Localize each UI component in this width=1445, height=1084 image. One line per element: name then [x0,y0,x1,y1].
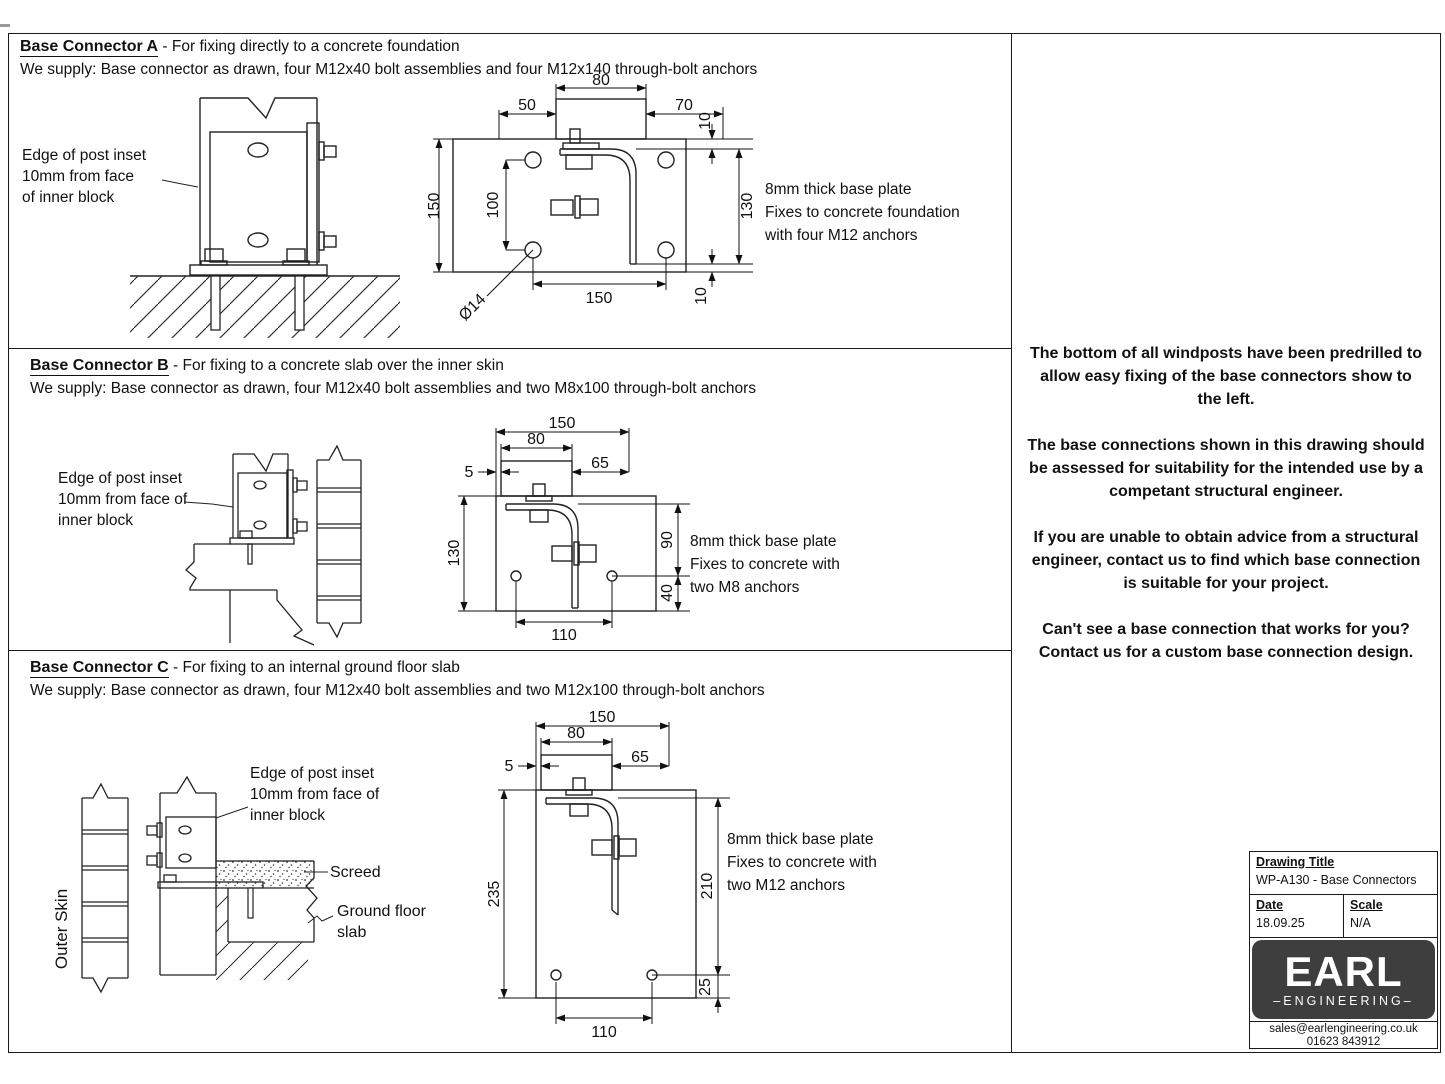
date-cell: Date 18.09.25 [1250,895,1344,937]
dim-a-plate-height: 150 [426,193,443,220]
title-block-title-row: Drawing Title WP-A130 - Base Connectors [1250,852,1437,895]
drawing-title-label: Drawing Title [1256,855,1335,869]
ground-floor-label: Ground floor slab [337,903,426,941]
notes-paragraph-4: Can't see a base connection that works f… [1038,621,1414,661]
section-b-title-suffix: - For fixing to a concrete slab over the… [168,357,504,374]
dim-a-angle-height: 130 [739,193,756,220]
main-frame [8,33,1012,1053]
section-c-supply: We supply: Base connector as drawn, four… [30,682,765,699]
leader-line [215,806,249,819]
section-a-note: 8mm thick base plate Fixes to concrete f… [765,181,960,244]
section-b-title-bold: Base Connector B [30,357,169,376]
corner-mark [0,24,10,27]
earl-engineering-logo: EARL –ENGINEERING– [1252,940,1435,1019]
leader-line [307,915,334,924]
notes-paragraph-2: The base connections shown in this drawi… [1027,437,1425,500]
dim-b-post-width: 80 [527,431,545,448]
logo-cell: EARL –ENGINEERING– [1250,938,1437,1022]
section-c-note: 8mm thick base plate Fixes to concrete w… [727,831,877,894]
scale-value: N/A [1350,916,1371,930]
dim-b-plate-width: 150 [549,415,576,432]
section-a-supply: We supply: Base connector as drawn, four… [20,61,758,78]
dim-a-left: 50 [518,97,536,114]
section-divider-ab [9,348,1011,349]
notes-frame [1010,33,1441,1053]
dim-b-upper: 90 [659,531,676,549]
dim-c-upper: 210 [699,873,716,900]
section-a-title: Base Connector A - For fixing directly t… [20,38,460,57]
logo-main-text: EARL [1284,948,1403,995]
screed-label: Screed [330,864,381,881]
connector-c-plan-view: 150 80 5 65 235 210 25 110 [486,709,730,1041]
dim-a-hole-pitch-h: 150 [586,290,613,307]
section-b-note: 8mm thick base plate Fixes to concrete w… [690,533,840,596]
notes-paragraph-3: If you are unable to obtain advice from … [1031,529,1421,592]
logo-sub-text: –ENGINEERING– [1273,994,1414,1008]
slab-hatch [216,888,308,980]
contact-email: sales@earlengineering.co.uk [1269,1023,1418,1035]
contact-info: sales@earlengineering.co.uk 01623 843912 [1250,1022,1437,1049]
dim-b-left: 5 [465,464,474,481]
contact-phone: 01623 843912 [1306,1036,1381,1048]
dim-a-post-width: 80 [592,72,610,89]
notes-paragraph-1: The bottom of all windposts have been pr… [1029,345,1423,408]
connector-a-plan-view: 80 50 70 10 130 10 150 100 150 Ø14 [426,72,756,324]
scale-label: Scale [1350,898,1383,912]
scale-cell: Scale N/A [1344,895,1437,937]
title-block: Drawing Title WP-A130 - Base Connectors … [1249,851,1438,1049]
foundation-hatch [130,276,400,338]
drawing-title-value: WP-A130 - Base Connectors [1256,873,1417,887]
dim-a-inset-bottom: 10 [693,287,710,305]
connector-b-side-view [183,444,362,646]
section-b-supply: We supply: Base connector as drawn, four… [30,380,757,397]
dim-c-lower: 25 [697,978,714,996]
dim-b-plate-height: 130 [446,540,463,567]
section-c-title-bold: Base Connector C [30,659,169,678]
section-b-title: Base Connector B - For fixing to a concr… [30,357,504,376]
connector-b-plan-view: 150 80 5 65 130 90 40 110 [446,415,690,644]
section-c-side-label: Edge of post inset 10mm from face of inn… [250,765,380,824]
dim-a-hole-dia: Ø14 [456,291,489,324]
dim-c-plate-width: 150 [589,709,616,726]
title-block-meta-row: Date 18.09.25 Scale N/A [1250,895,1437,938]
section-c-title: Base Connector C - For fixing to an inte… [30,659,460,678]
section-c-title-suffix: - For fixing to an internal ground floor… [168,659,460,676]
date-value: 18.09.25 [1256,916,1305,930]
dim-b-right: 65 [591,455,609,472]
dim-c-left: 5 [505,758,514,775]
dim-c-right: 65 [631,749,649,766]
dim-a-hole-pitch-v: 100 [485,192,502,219]
screed-fill [216,861,314,888]
section-a-side-label: Edge of post inset 10mm from face of inn… [22,147,147,206]
date-label: Date [1256,898,1284,912]
connector-c-side-view [81,775,334,994]
leader-line [183,501,234,508]
dim-a-inset-top: 10 [697,112,714,130]
section-b-side-label: Edge of post inset 10mm from face of inn… [58,470,188,529]
section-a-title-bold: Base Connector A [20,38,159,57]
dim-c-hole-pitch: 110 [591,1024,617,1041]
dim-c-plate-height: 235 [486,881,503,908]
dim-a-right: 70 [675,97,693,114]
section-a-title-suffix: - For fixing directly to a concrete foun… [158,38,460,55]
dim-c-post-width: 80 [567,725,585,742]
leader-line [161,179,199,188]
dim-b-lower: 40 [659,584,676,602]
connector-a-side-view [130,97,400,338]
section-divider-bc [9,650,1011,651]
notes-panel: The bottom of all windposts have been pr… [1026,342,1426,687]
dim-b-hole-pitch: 110 [551,627,577,644]
